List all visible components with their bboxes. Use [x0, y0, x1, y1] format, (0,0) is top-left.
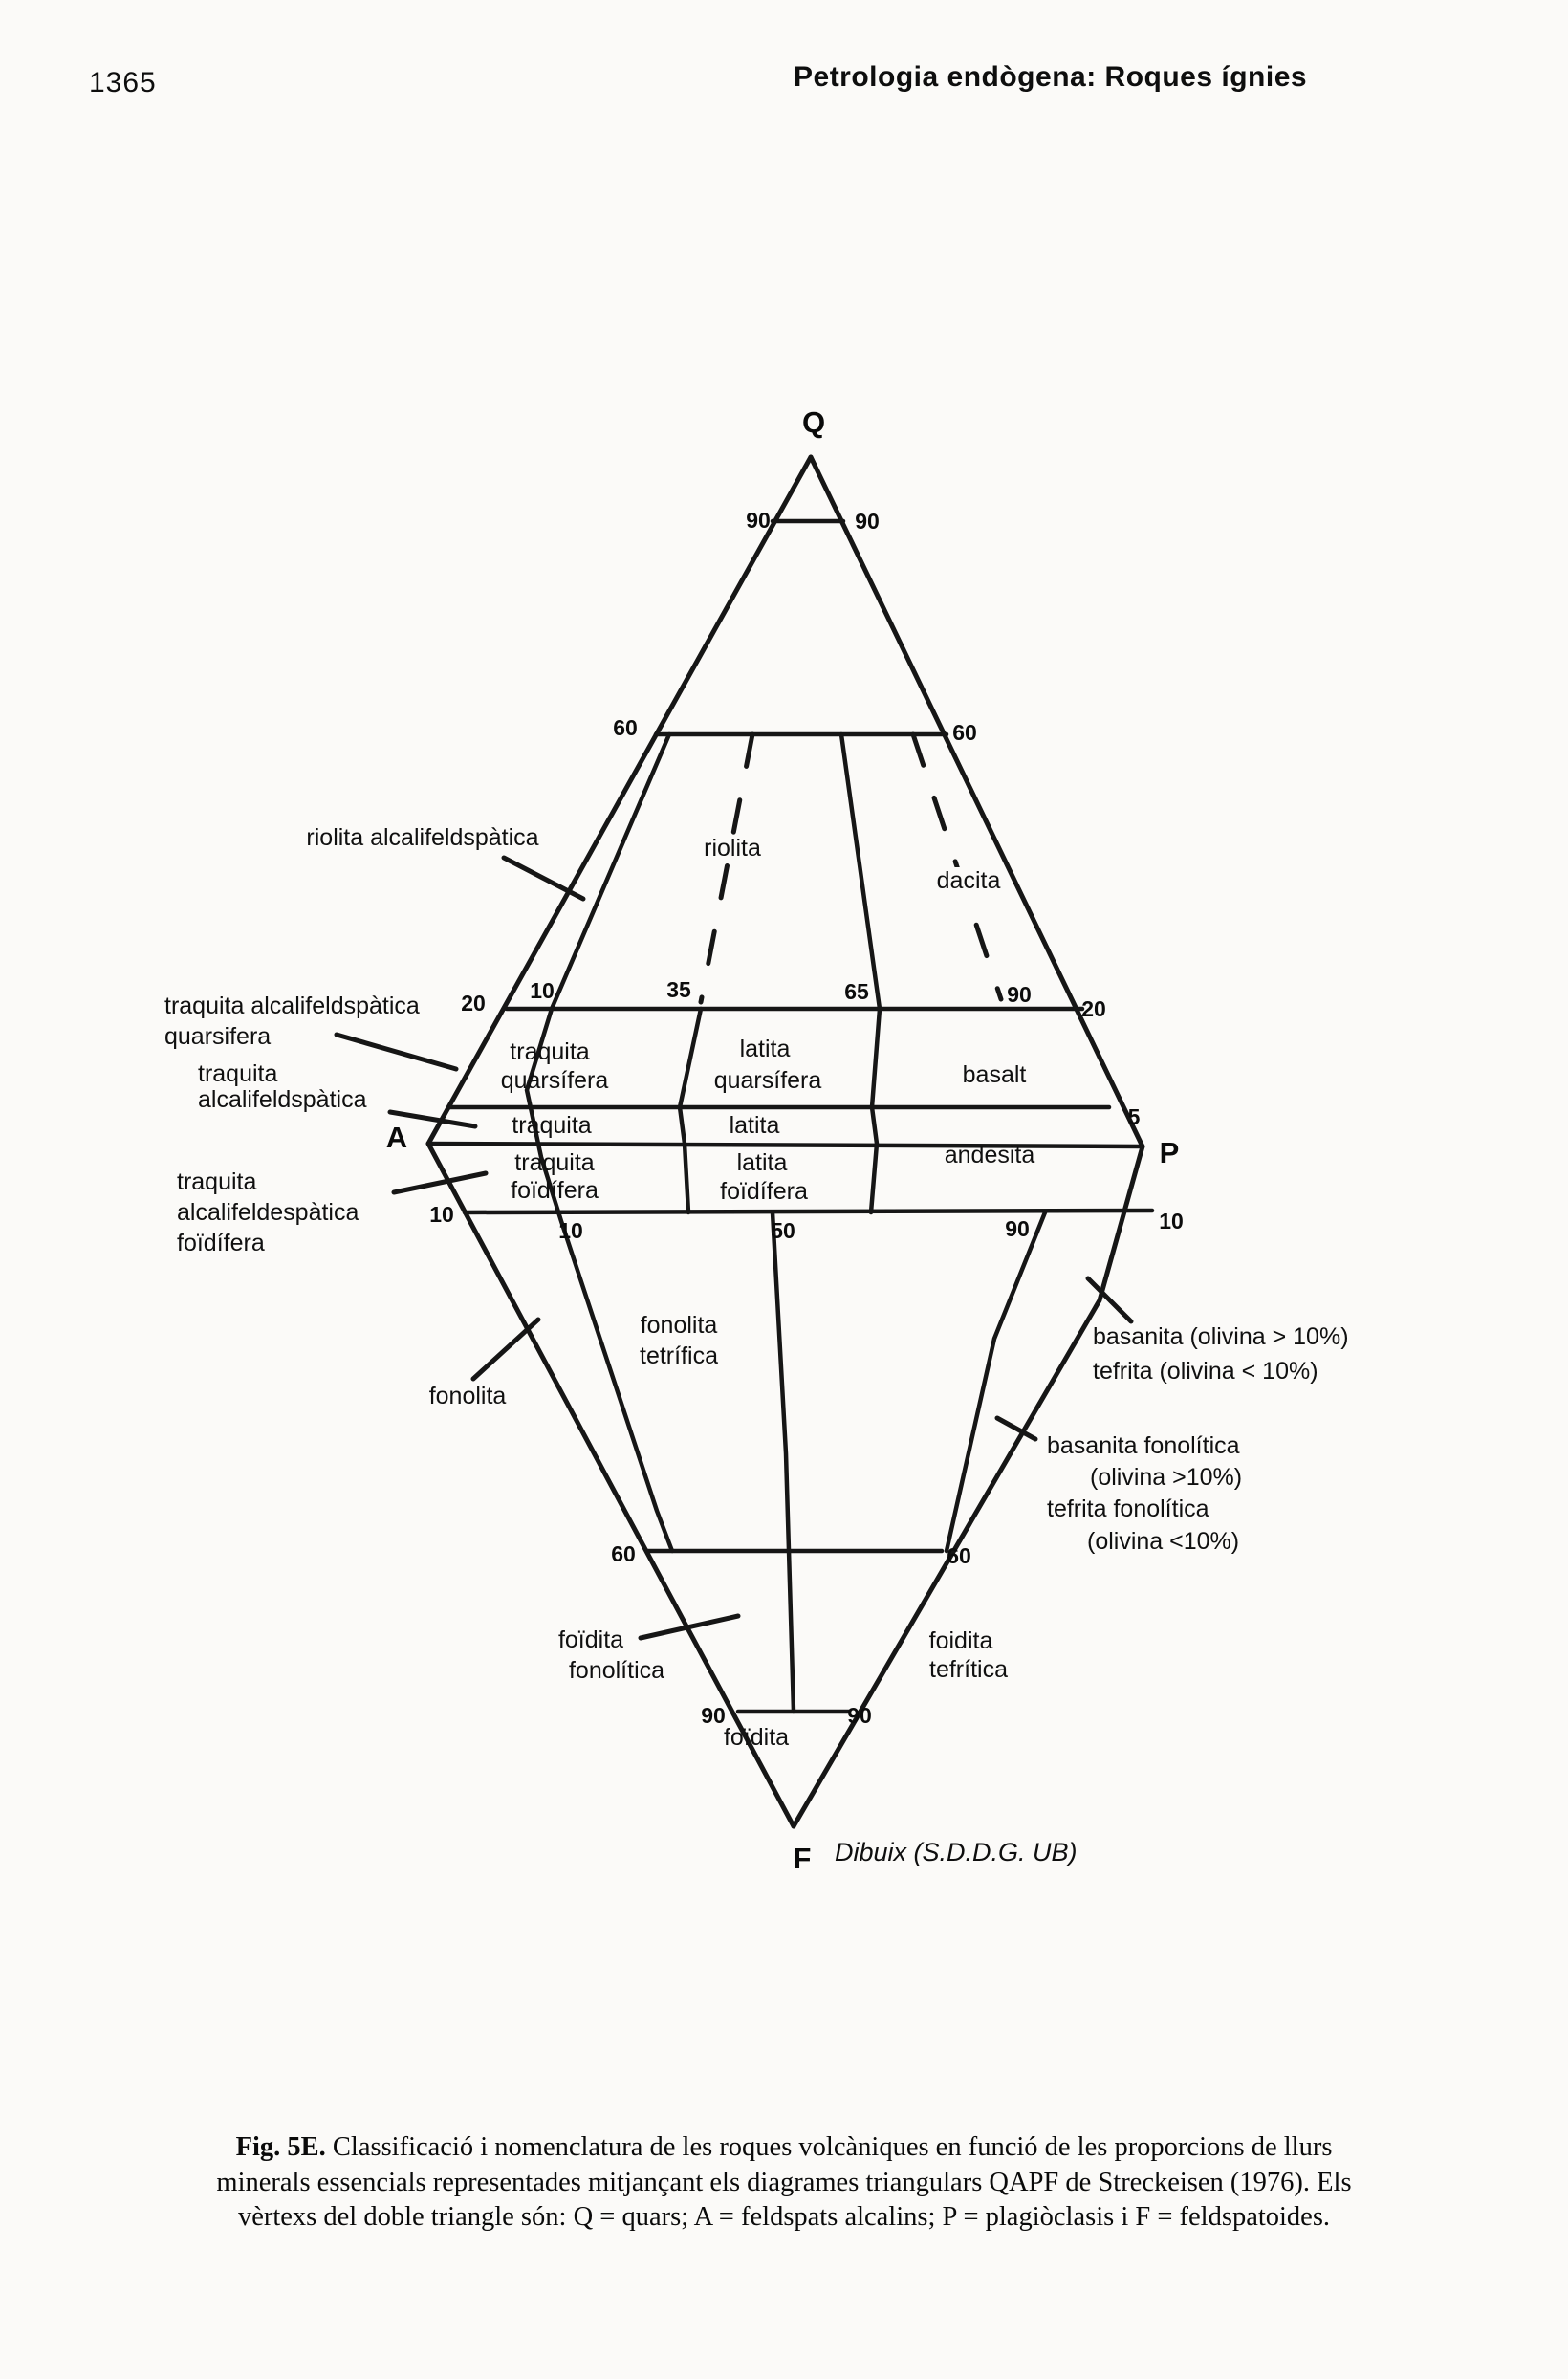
edge-p-f	[791, 1144, 1145, 1829]
field-traquita-alc-foidifera-line2: alcalifeldespàtica	[177, 1199, 359, 1226]
tick-ap35: 35	[666, 977, 691, 1002]
tick-q20-right: 20	[1081, 996, 1106, 1021]
tick-q60-right: 60	[952, 720, 977, 745]
caption-fig-number: Fig. 5E.	[235, 2132, 326, 2162]
field-latita-row: latita	[729, 1112, 780, 1139]
tick-lower-p90: 90	[1005, 1216, 1030, 1241]
tick-f10-left: 10	[429, 1202, 454, 1227]
leader-basanita-fonolitica	[994, 1415, 1038, 1442]
vertex-f: F	[793, 1842, 812, 1875]
tick-q90-left: 90	[746, 508, 771, 533]
field-tefrita-fonolitica-line2: (olivina <10%)	[1087, 1528, 1240, 1555]
leader-riolita-alcalifeldspatica	[501, 855, 586, 902]
leader-basanita	[1085, 1276, 1134, 1324]
leader-traquita-alc-quarsifera	[334, 1032, 459, 1072]
line-a-p	[425, 1141, 1145, 1149]
field-tefrita-olivina: tefrita (olivina < 10%)	[1093, 1358, 1318, 1385]
tick-q5-right: 5	[1127, 1104, 1141, 1129]
field-latita-foidifera-line2: foïdífera	[720, 1178, 808, 1205]
field-foidita-fonolitica-line2: fonolítica	[568, 1657, 665, 1684]
tick-q60-left: 60	[613, 715, 638, 740]
field-fonolita: fonolita	[428, 1383, 507, 1409]
field-traquita-quarsifera-line1: traquita	[510, 1038, 590, 1065]
leader-traquita-alc-foidifera	[391, 1170, 489, 1195]
divider-ap10	[524, 731, 675, 1554]
edge-a-f	[425, 1141, 796, 1829]
line-f10	[462, 1208, 1155, 1215]
divider-ap35-solid	[677, 1006, 704, 1215]
tick-f10-right: 10	[1159, 1209, 1184, 1233]
tick-f60-left: 60	[611, 1541, 636, 1566]
tick-lower-p10: 10	[558, 1218, 583, 1243]
vertex-a: A	[385, 1121, 408, 1154]
tick-lower-p50: 50	[771, 1218, 795, 1243]
field-traquita-alcalifeldspatica-line2: alcalifeldspàtica	[198, 1086, 367, 1113]
field-latita-quarsifera-line1: latita	[739, 1036, 791, 1062]
edge-q-p	[808, 454, 1145, 1149]
tick-q20-left: 20	[461, 991, 486, 1015]
field-foidita-tefritica-line1: foidita	[928, 1627, 993, 1654]
divider-f50	[770, 1210, 796, 1714]
vertex-p: P	[1159, 1136, 1180, 1169]
tick-ap10: 10	[530, 978, 555, 1003]
divider-ap90-dashed	[910, 731, 1004, 1002]
field-basanita-olivina: basanita (olivina > 10%)	[1093, 1323, 1349, 1350]
figure-caption: Fig. 5E. Classificació i nomenclatura de…	[57, 2130, 1511, 2236]
field-fonolita-tetrifica-line1: fonolita	[640, 1312, 718, 1339]
divider-ap35-dashed	[698, 731, 755, 1005]
running-header: Petrologia endògena: Roques ígnies	[794, 61, 1308, 93]
edge-q-a	[425, 454, 814, 1146]
tick-ap65: 65	[844, 979, 869, 1004]
field-traquita-foidifera-line1: traquita	[514, 1149, 595, 1176]
caption-line-2: minerals essencials representades mitjan…	[216, 2167, 1352, 2197]
field-traquita-alc-quarsifera-line2: quarsifera	[164, 1023, 272, 1050]
divider-f90	[944, 1210, 1048, 1554]
field-basalt: basalt	[962, 1061, 1027, 1088]
field-foidita-fonolitica-line1: foïdita	[557, 1626, 624, 1653]
divider-ap65	[838, 731, 882, 1215]
caption-line-1: Fig. 5E. Classificació i nomenclatura de…	[57, 2130, 1511, 2166]
field-traquita-alc-quarsifera-line1: traquita alcalifeldspàtica	[164, 993, 420, 1019]
leader-foidita-fonolitica	[638, 1613, 741, 1641]
tick-f90-right: 90	[847, 1703, 872, 1728]
field-basanita-fonolitica-line2: (olivina >10%)	[1090, 1464, 1243, 1491]
field-fonolita-tetrifica-line2: tetrífica	[640, 1342, 718, 1369]
field-tefrita-fonolitica-line1: tefrita fonolítica	[1047, 1495, 1209, 1522]
field-foidita: foïdita	[723, 1724, 790, 1751]
field-traquita-alc-foidifera-line3: foïdífera	[177, 1230, 265, 1256]
field-traquita-quarsifera-line2: quarsífera	[500, 1067, 609, 1094]
field-latita-quarsifera-line2: quarsífera	[713, 1067, 822, 1094]
caption-line-1-text: Classificació i nomenclatura de les roqu…	[325, 2132, 1333, 2162]
drawing-credit: Dibuix (S.D.D.G. UB)	[835, 1838, 1078, 1866]
leader-traquita-alcalifeldspatica	[387, 1109, 478, 1129]
field-andesita: andesita	[944, 1142, 1035, 1168]
field-basanita-fonolitica-line1: basanita fonolítica	[1047, 1432, 1240, 1459]
field-traquita-alcalifeldspatica-line1: traquita	[198, 1060, 278, 1087]
field-foidita-tefritica-line2: tefrítica	[929, 1656, 1008, 1683]
tick-f60-right: 60	[947, 1543, 971, 1568]
vertex-q: Q	[801, 405, 826, 439]
field-dacita: dacita	[932, 867, 1005, 895]
tick-q90-right: 90	[855, 509, 880, 534]
field-riolita-alcalifeldspatica: riolita alcalifeldspàtica	[306, 824, 539, 851]
field-traquita-row: traquita	[512, 1112, 592, 1139]
field-traquita-alc-foidifera-line1: traquita	[177, 1168, 257, 1195]
page-number: 1365	[89, 67, 157, 98]
tick-f90-left: 90	[701, 1703, 726, 1728]
field-riolita: riolita	[700, 835, 765, 862]
caption-line-3: vèrtexs del doble triangle són: Q = quar…	[237, 2202, 1331, 2232]
field-traquita-foidifera-line2: foïdífera	[511, 1177, 599, 1204]
tick-ap90: 90	[1007, 982, 1032, 1007]
field-latita-foidifera-line1: latita	[736, 1149, 788, 1176]
leader-fonolita	[470, 1317, 541, 1382]
